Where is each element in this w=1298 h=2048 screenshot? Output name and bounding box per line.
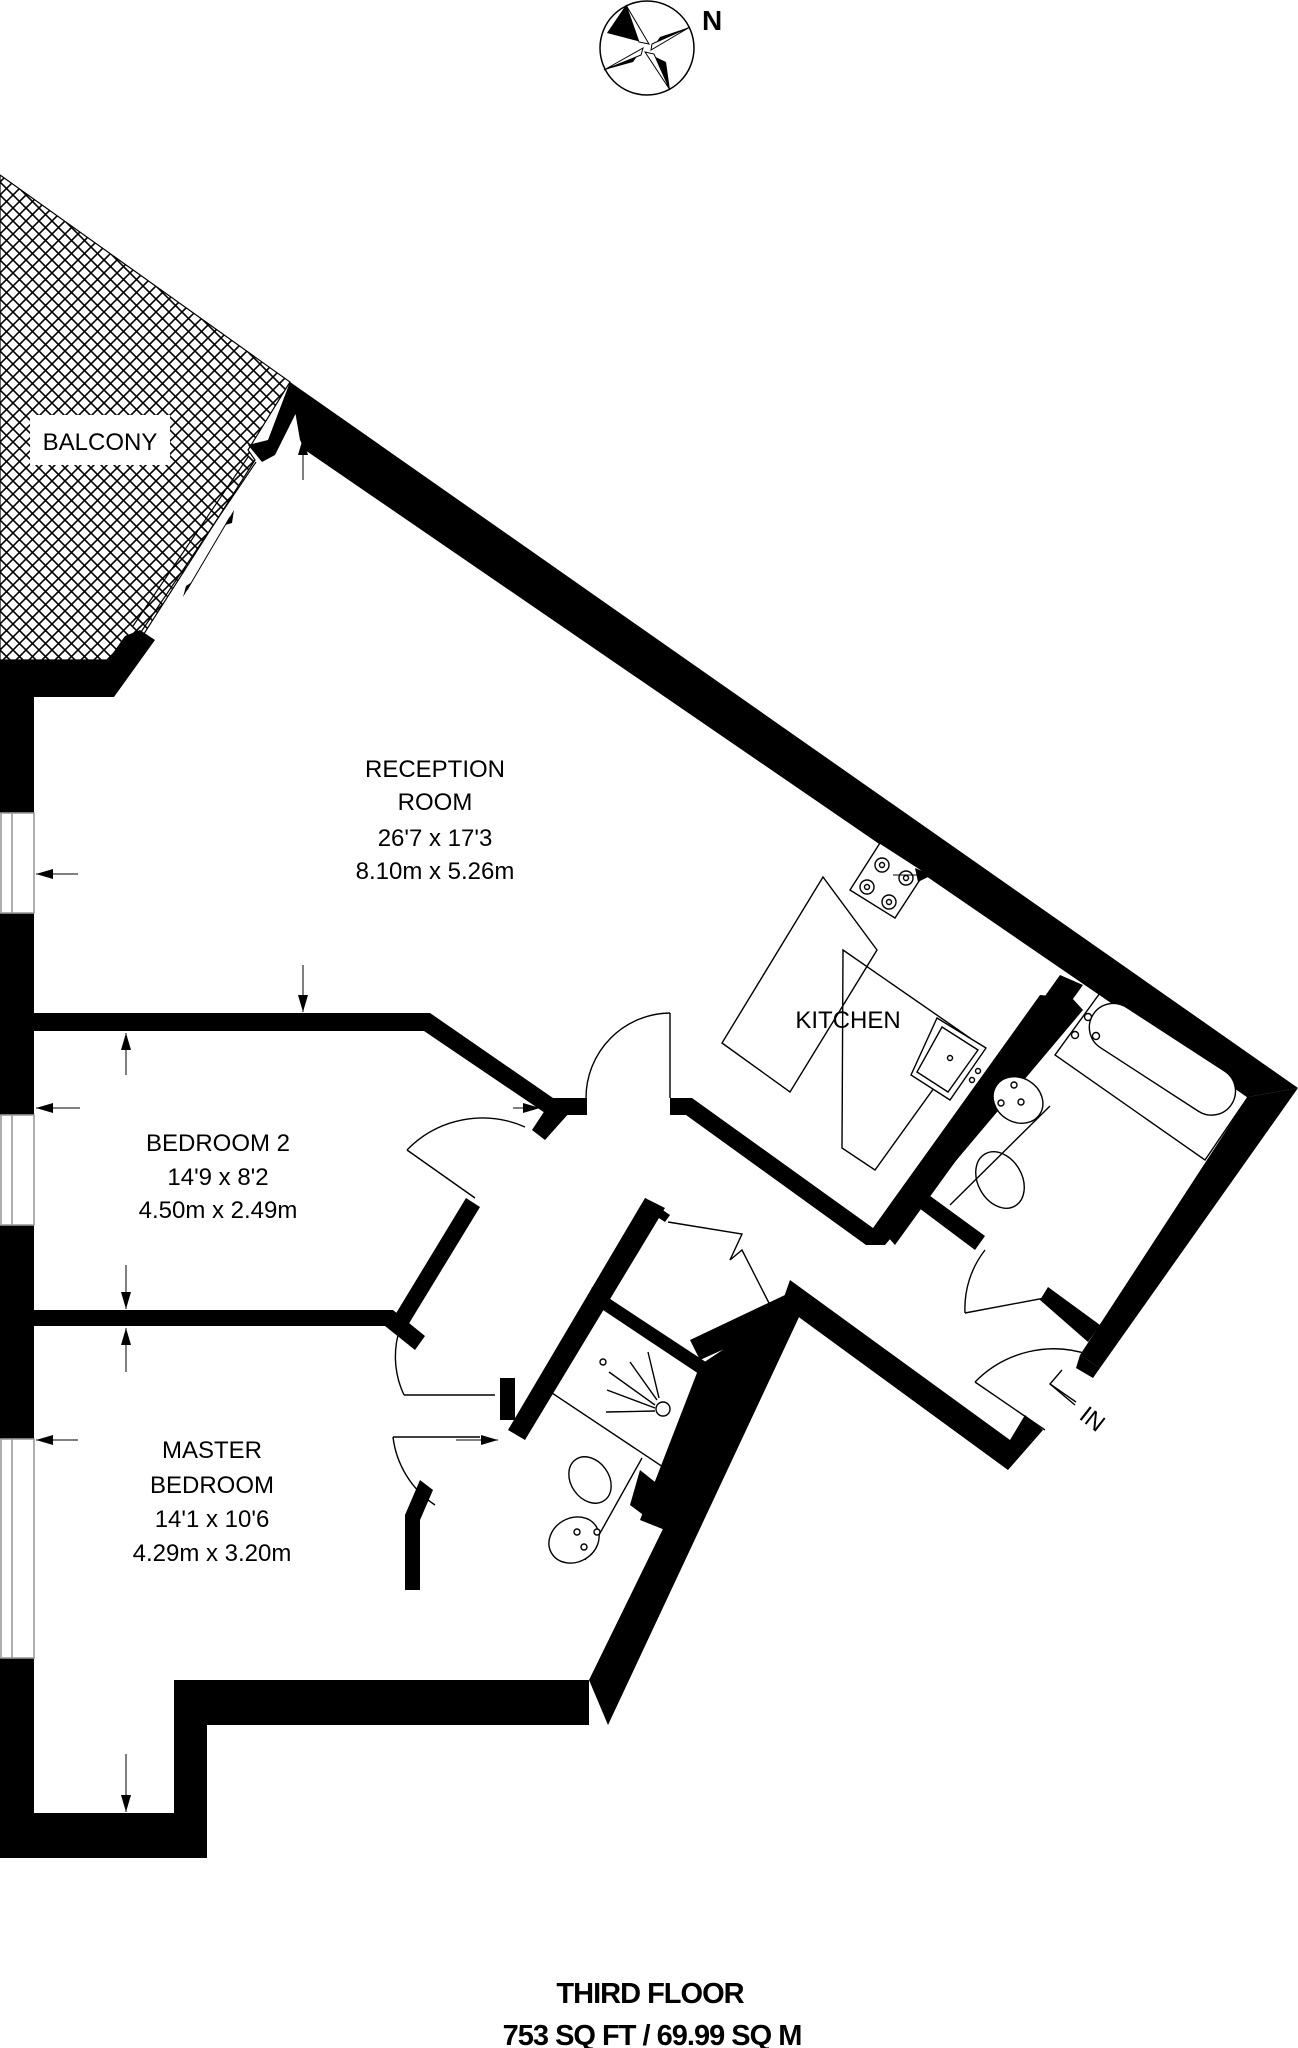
ensuite-basin-icon [548, 1516, 601, 1564]
master-name-line1: MASTER [162, 1437, 262, 1464]
reception-door[interactable] [585, 1012, 671, 1099]
bathroom-door[interactable] [964, 1249, 1051, 1314]
entrance-door[interactable] [974, 1348, 1091, 1431]
reception-imperial: 26'7 x 17'3 [378, 825, 493, 852]
floor-title: THIRD FLOOR [556, 1978, 744, 2010]
master-bedroom-door[interactable] [392, 1334, 495, 1506]
master-name-line2: BEDROOM [150, 1472, 274, 1499]
basin-icon [992, 1076, 1044, 1124]
bedroom-2-door[interactable] [406, 1117, 526, 1199]
walls [0, 382, 1298, 1858]
reception-name-line1: RECEPTION [365, 756, 505, 783]
toilet-icon [949, 1105, 1051, 1209]
reception-metric: 8.10m x 5.26m [356, 858, 515, 885]
compass-rose-icon [599, 0, 695, 96]
ensuite-toilet-icon [568, 1456, 643, 1561]
bedroom-2-imperial: 14'9 x 8'2 [167, 1164, 268, 1191]
bedroom-2-name: BEDROOM 2 [146, 1130, 290, 1157]
master-imperial: 14'1 x 10'6 [155, 1506, 270, 1533]
window-master-bedroom [0, 1438, 35, 1659]
reception-name-line2: ROOM [398, 789, 473, 816]
floor-area: 753 SQ FT / 69.99 SQ M [503, 2020, 802, 2048]
hob-icon [849, 842, 926, 919]
dimension-arrows [36, 438, 932, 1812]
balcony-sliding-door[interactable] [132, 456, 257, 633]
window-bedroom-2 [0, 1114, 35, 1226]
balcony-label: BALCONY [43, 429, 158, 456]
entrance-arrow-icon [1048, 1369, 1077, 1406]
bathtub-icon [1054, 992, 1249, 1161]
kitchen-sink-icon [910, 1016, 987, 1101]
closet-door[interactable] [667, 1221, 771, 1306]
kitchen-counter [721, 875, 971, 1171]
north-label: N [702, 5, 722, 36]
master-metric: 4.29m x 3.20m [133, 1540, 292, 1567]
balcony-label-box [30, 415, 170, 465]
kitchen-label: KITCHEN [795, 1007, 900, 1034]
entrance-label: IN [1074, 1401, 1110, 1437]
bedroom-2-metric: 4.50m x 2.49m [139, 1197, 298, 1224]
window-reception [0, 812, 35, 914]
shower-icon [539, 1351, 691, 1486]
internal-walls [34, 975, 1100, 1590]
